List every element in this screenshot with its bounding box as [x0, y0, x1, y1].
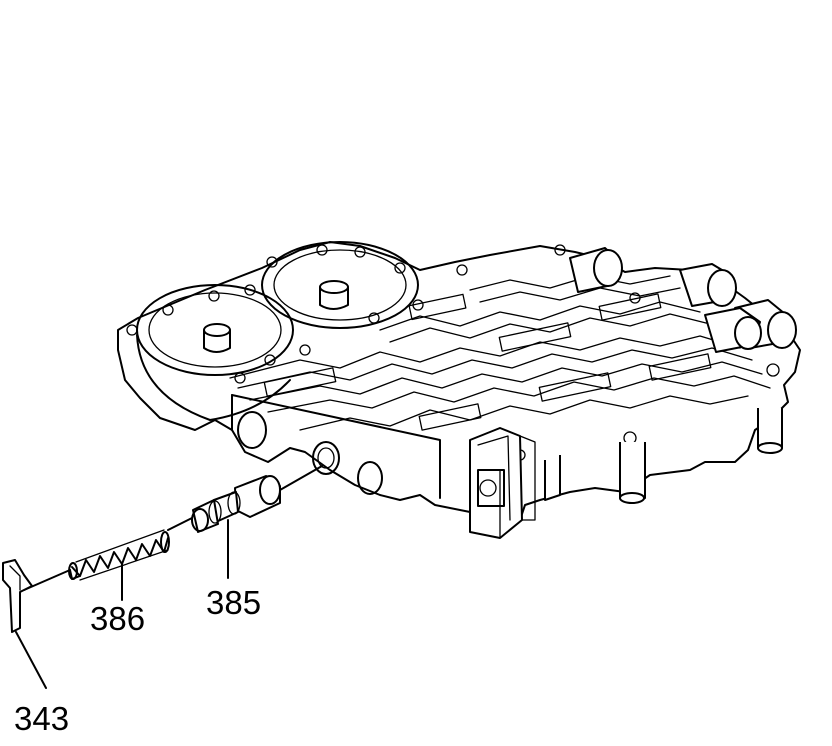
callout-label-343: 343 [14, 700, 69, 737]
solenoid-ports [569, 247, 797, 353]
leader-343 [15, 631, 47, 689]
exploded-centerline-2 [167, 517, 193, 531]
fluid-channels [229, 275, 771, 431]
valve-385 [191, 475, 281, 533]
exploded-centerline [279, 465, 323, 491]
bolt-holes [126, 244, 780, 461]
right-piston-boss [261, 241, 419, 329]
callout-343: 343 [14, 631, 69, 737]
valve-bores [231, 394, 441, 499]
connector-bracket [469, 427, 536, 539]
callout-385: 385 [206, 519, 261, 621]
callout-label-385: 385 [206, 584, 261, 621]
mounting-legs [544, 408, 783, 504]
retainer-343 [2, 559, 33, 633]
left-piston-boss [136, 284, 294, 421]
spring-386 [68, 529, 170, 581]
callout-386: 386 [90, 563, 145, 637]
callout-label-386: 386 [90, 600, 145, 637]
valve-body [117, 241, 801, 539]
